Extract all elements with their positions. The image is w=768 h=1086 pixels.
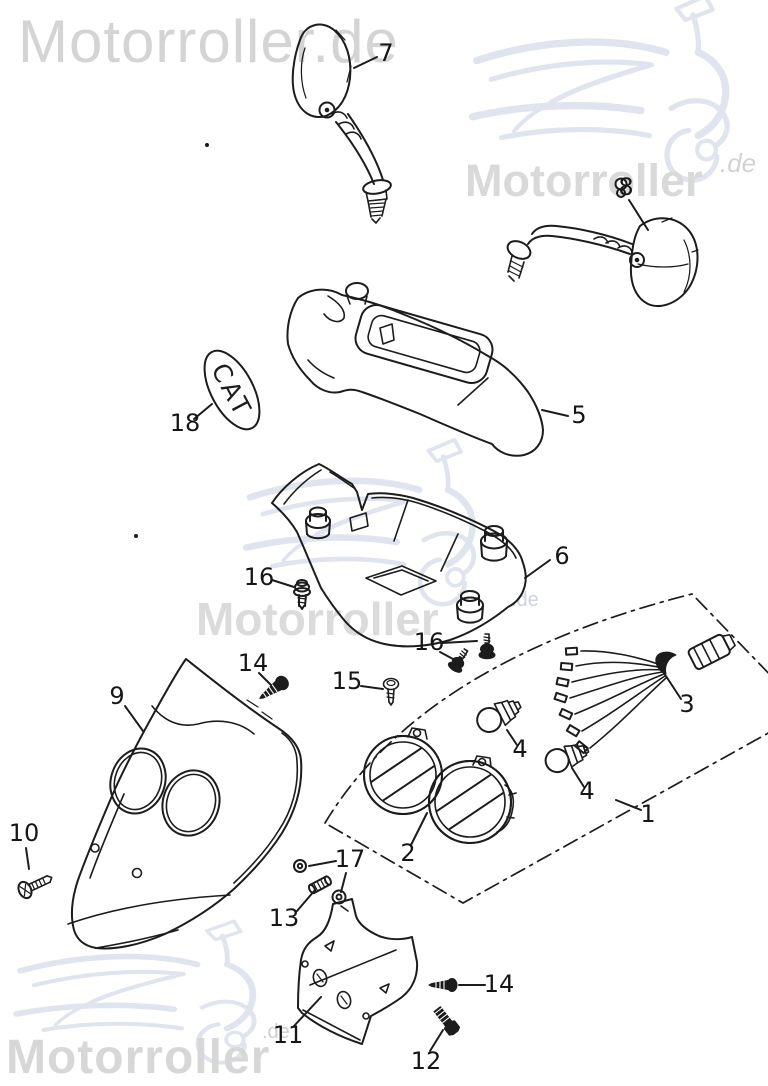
part-drawing-screw-10 xyxy=(17,875,53,900)
part-label-14b[interactable]: 14 xyxy=(484,970,515,998)
part-drawing-upper-handlebar-cover xyxy=(286,282,544,457)
part-drawing-screw-14-upper xyxy=(259,675,289,699)
cat-sticker-text: CAT xyxy=(205,358,257,422)
part-label-10[interactable]: 10 xyxy=(9,819,40,847)
part-drawing-screw-15 xyxy=(382,677,400,706)
part-drawing-front-cover xyxy=(67,658,303,950)
part-drawing-screws-16-right xyxy=(447,633,496,673)
watermark-text-bottom: Motorroller xyxy=(6,1031,271,1084)
part-label-2[interactable]: 2 xyxy=(400,839,415,867)
part-drawing-lower-handlebar-cover xyxy=(271,463,527,648)
part-label-8[interactable]: 8 xyxy=(618,173,633,201)
part-drawing-mirror-right xyxy=(506,177,699,307)
part-label-4a[interactable]: 4 xyxy=(512,735,527,763)
scan-specks xyxy=(134,143,209,538)
part-label-5[interactable]: 5 xyxy=(571,401,586,429)
part-drawing-screw-13 xyxy=(307,875,332,895)
part-label-4b[interactable]: 4 xyxy=(579,777,594,805)
part-drawing-screw-14-lower xyxy=(428,978,458,992)
leader-lines xyxy=(25,56,682,1052)
part-label-12[interactable]: 12 xyxy=(411,1047,442,1075)
part-drawing-washers-17 xyxy=(293,859,347,905)
watermark-suffix-bottom: .de xyxy=(262,1021,290,1043)
part-drawing-bulb-right xyxy=(544,743,590,774)
part-label-1[interactable]: 1 xyxy=(640,800,655,828)
watermark-suffix-middle: .de xyxy=(511,589,539,611)
part-drawing-screw-16-left xyxy=(293,579,311,610)
part-label-7[interactable]: 7 xyxy=(378,39,393,67)
part-label-17[interactable]: 17 xyxy=(335,845,366,873)
watermark-suffix-upper-right: .de xyxy=(720,148,757,178)
part-drawing-headlight-unit xyxy=(363,727,517,844)
part-label-16b[interactable]: 16 xyxy=(414,628,445,656)
part-drawing-screw-12 xyxy=(433,1006,461,1036)
part-label-14a[interactable]: 14 xyxy=(238,649,269,677)
part-label-3[interactable]: 3 xyxy=(679,690,694,718)
part-drawing-wiring-harness xyxy=(553,633,736,755)
part-label-16a[interactable]: 16 xyxy=(244,563,275,591)
part-label-15[interactable]: 15 xyxy=(332,667,363,695)
watermark-text-middle: Motorroller xyxy=(196,593,439,645)
watermark-text-top-left: Motorroller.de xyxy=(18,8,399,75)
part-drawing-cat-sticker: CAT xyxy=(203,349,261,431)
part-drawing-mirror-left xyxy=(291,23,392,224)
part-label-13[interactable]: 13 xyxy=(269,904,300,932)
watermark-text-upper-right: Motorroller xyxy=(465,155,703,206)
headlight-assembly-boundary xyxy=(324,593,768,904)
part-drawing-mounting-bracket xyxy=(297,898,419,1045)
part-label-18[interactable]: 18 xyxy=(170,409,201,437)
part-label-9[interactable]: 9 xyxy=(109,682,124,710)
part-drawing-bulb-left xyxy=(476,699,522,733)
part-label-6[interactable]: 6 xyxy=(554,542,569,570)
part-label-11[interactable]: 11 xyxy=(273,1021,304,1049)
part-number-callouts: 7 8 5 18 6 16 16 14 15 9 3 4 4 1 2 10 17… xyxy=(9,39,695,1075)
